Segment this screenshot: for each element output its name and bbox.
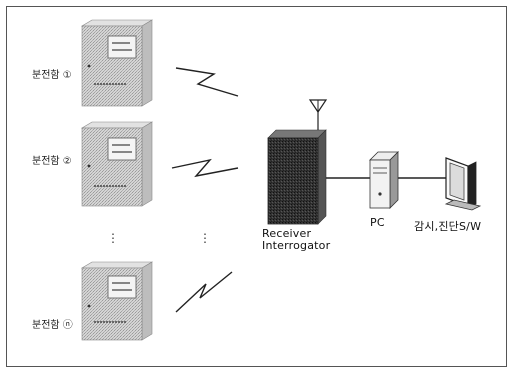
panel-label-2: 분전함 ② xyxy=(32,156,72,167)
receiver-label-line1: Receiver xyxy=(262,227,312,240)
pc-tower-icon xyxy=(369,151,399,209)
panel-label-1: 분전함 ① xyxy=(32,70,72,81)
panel-ellipsis: ⋮ xyxy=(107,231,119,245)
panel-label-n: 분전함 ⓝ xyxy=(32,320,73,331)
distribution-panel-1 xyxy=(80,19,154,107)
wireless-signal-icon-2 xyxy=(171,158,239,178)
software-label: 감시,진단S/W xyxy=(414,220,482,233)
wireless-signal-icon-1 xyxy=(175,67,239,97)
receiver-label-line2: Interrogator xyxy=(262,239,331,252)
distribution-panel-n xyxy=(80,261,154,341)
distribution-panel-2 xyxy=(80,121,154,207)
receiver-interrogator xyxy=(267,110,327,225)
monitor-icon xyxy=(444,157,482,211)
signal-ellipsis: ⋮ xyxy=(199,231,211,245)
antenna-icon xyxy=(308,99,328,114)
receiver-label: Receiver Interrogator xyxy=(262,228,330,252)
pc-label: PC xyxy=(370,216,385,229)
wireless-signal-icon-n xyxy=(175,271,233,313)
